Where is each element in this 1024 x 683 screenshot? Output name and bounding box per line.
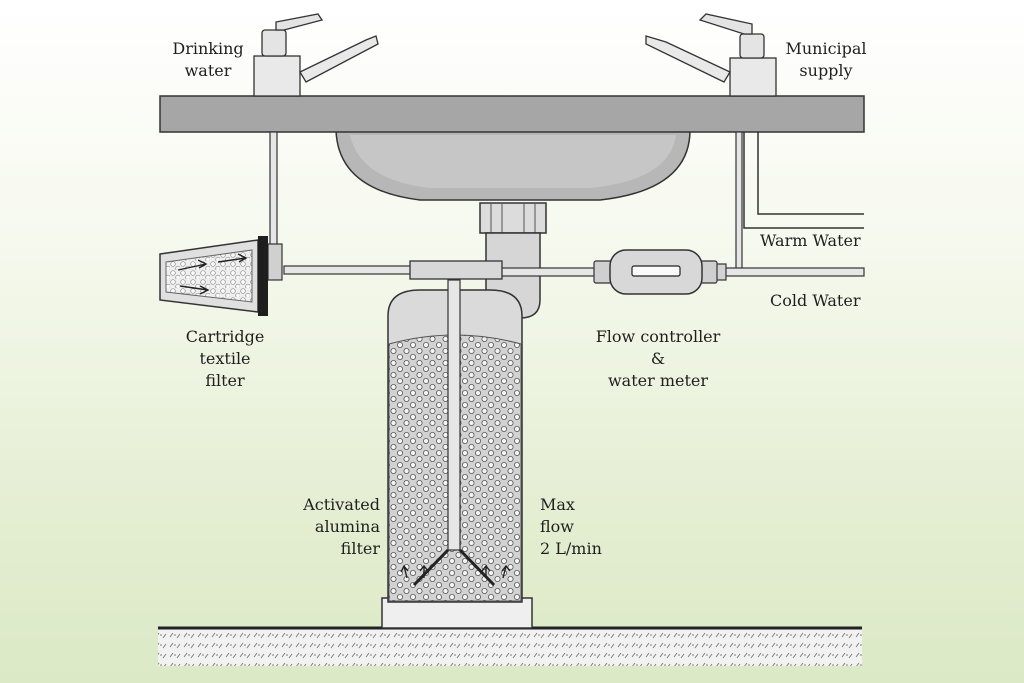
warm-water-label: Warm Water [760, 231, 861, 250]
cold-water-pipe [711, 131, 865, 281]
municipal-supply-tap [645, 13, 777, 97]
warm-water-pipe [743, 132, 864, 229]
cartridge-filter-label: Cartridge textile filter [185, 327, 265, 390]
drinking-water-pipe [269, 131, 278, 253]
sink-basin [335, 129, 691, 201]
drinking-water-tap [253, 13, 379, 97]
cartridge-connector [267, 243, 283, 281]
outlet-pipe [283, 260, 503, 280]
flow-controller-label: Flow controller & water meter [595, 327, 721, 390]
drinking-water-label: Drinking water [172, 39, 244, 80]
inlet-pipe [499, 267, 601, 277]
municipal-supply-label: Municipal supply [785, 39, 867, 80]
activated-alumina-label: Activated alumina filter [303, 495, 380, 558]
countertop [159, 95, 865, 133]
floor [158, 626, 862, 666]
flow-meter [593, 249, 718, 295]
max-flow-label: Max flow 2 L/min [540, 495, 602, 558]
activated-alumina-filter [381, 279, 533, 629]
cartridge-textile-filter [159, 236, 268, 316]
cold-water-label: Cold Water [770, 291, 861, 310]
